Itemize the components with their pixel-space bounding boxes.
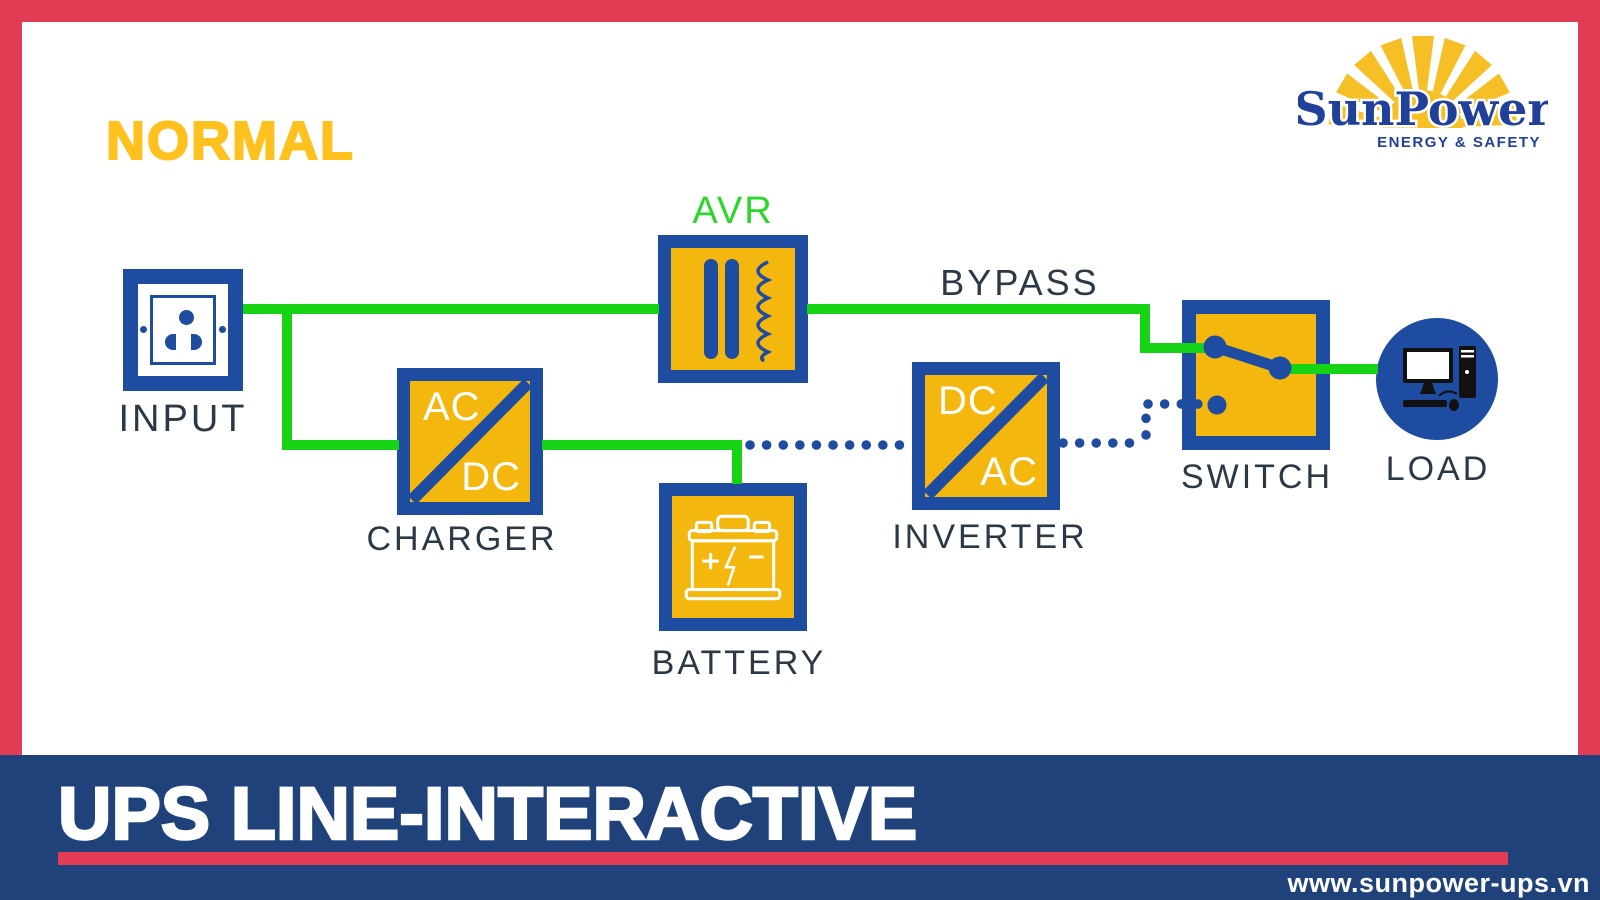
bypass-label: BYPASS (940, 262, 1100, 303)
charger-node: AC DC (397, 368, 543, 515)
switch-label: SWITCH (1180, 458, 1334, 496)
ac-dc-converter-icon (410, 381, 530, 502)
charger-ac-text: AC (423, 385, 481, 429)
input-to-charger-line (282, 305, 399, 450)
charger-dc-text: DC (461, 455, 521, 499)
brand-name: SunPower (1298, 82, 1548, 136)
brand-logo: SunPower ENERGY & SAFETY (1298, 36, 1548, 153)
charger-to-battery-line (542, 440, 742, 484)
dc-ac-converter-icon (925, 375, 1047, 497)
battery-icon (684, 514, 782, 601)
title-underline (58, 852, 1508, 865)
website-url: www.sunpower-ups.vn (1287, 868, 1590, 898)
transformer-coil-icon (704, 259, 773, 363)
inverter-node: DC AC (912, 362, 1060, 510)
frame-border-left (0, 0, 22, 757)
mode-title: NORMAL (105, 110, 355, 172)
footer-banner: UPS LINE-INTERACTIVE www.sunpower-ups.vn (0, 755, 1600, 900)
avr-bypass-line (807, 304, 1212, 353)
frame-border-top (0, 0, 1600, 22)
load-label: LOAD (1385, 450, 1491, 488)
inverter-ac-text: AC (980, 450, 1038, 494)
computer-icon (1403, 346, 1476, 411)
battery-label: BATTERY (651, 644, 827, 682)
main-title: UPS LINE-INTERACTIVE (57, 771, 919, 857)
input-node (123, 269, 243, 391)
avr-label: AVR (692, 190, 774, 232)
battery-node (659, 483, 807, 631)
inverter-dc-text: DC (938, 379, 998, 423)
inverter-label: INVERTER (892, 518, 1088, 556)
avr-node (658, 235, 808, 383)
input-label: INPUT (118, 398, 248, 440)
brand-tagline: ENERGY & SAFETY (1377, 134, 1541, 151)
load-node (1376, 318, 1498, 440)
power-socket-icon (138, 284, 228, 376)
switch-node (1182, 300, 1330, 450)
frame-border-right (1578, 0, 1600, 757)
charger-label: CHARGER (366, 520, 558, 558)
